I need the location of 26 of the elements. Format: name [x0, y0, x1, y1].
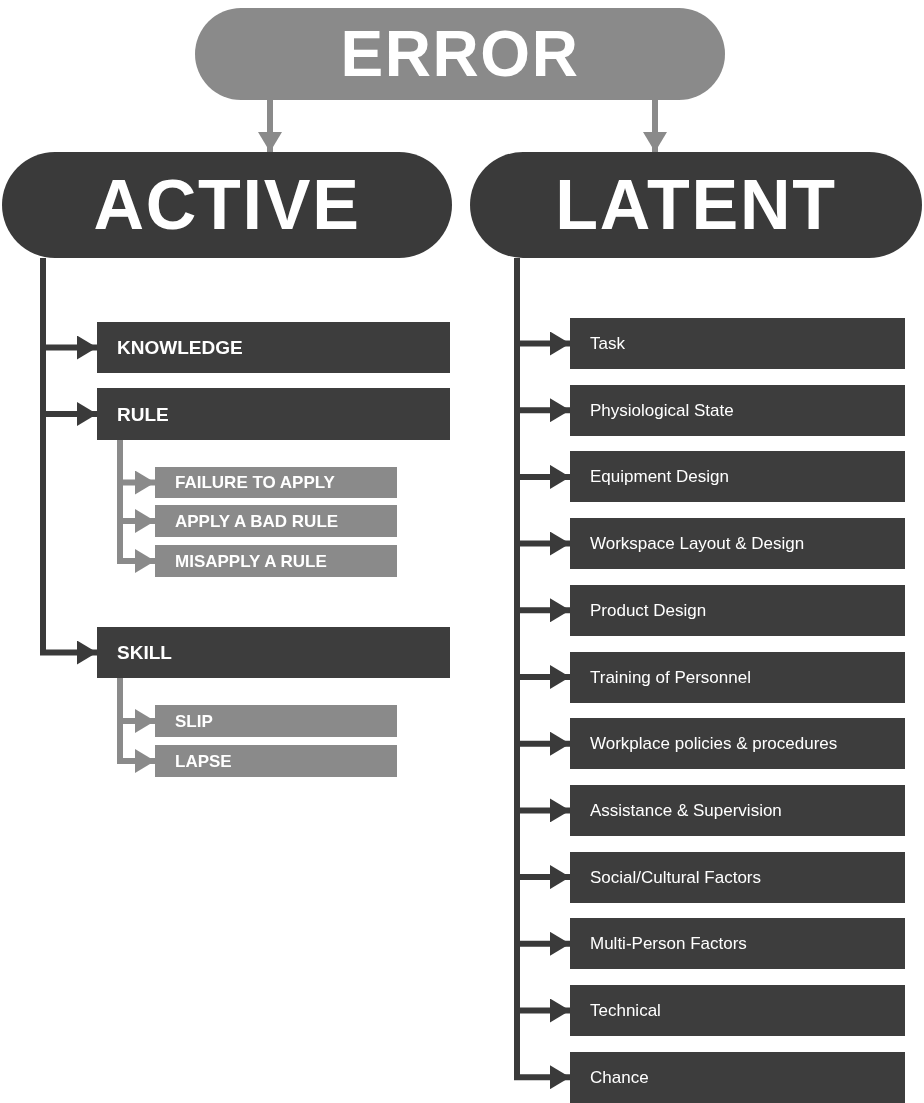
- subcategory-box: LAPSE: [155, 745, 397, 777]
- arrow: [40, 258, 97, 665]
- category-box: Physiological State: [570, 384, 905, 436]
- subcategory-box: SLIP: [155, 705, 397, 737]
- category-box: Equipment Design: [570, 451, 905, 503]
- category-box: Multi-Person Factors: [570, 918, 905, 970]
- category-box: SKILL: [97, 627, 450, 678]
- category-pill: ACTIVE: [2, 152, 452, 258]
- root-pill: ERROR: [195, 8, 725, 100]
- category-box: Chance: [570, 1051, 905, 1103]
- category-box: Workspace Layout & Design: [570, 518, 905, 570]
- category-box: KNOWLEDGE: [97, 322, 450, 373]
- arrow: [258, 100, 282, 152]
- arrow: [643, 100, 667, 152]
- category-pill: LATENT: [470, 152, 922, 258]
- category-box: Task: [570, 318, 905, 369]
- subcategory-box: MISAPPLY A RULE: [155, 545, 397, 577]
- category-box: Assistance & Supervision: [570, 784, 905, 836]
- subcategory-box: FAILURE TO APPLY: [155, 467, 397, 498]
- category-box: Workplace policies & procedures: [570, 718, 905, 770]
- category-box: RULE: [97, 388, 450, 440]
- category-box: Technical: [570, 985, 905, 1036]
- category-box: Product Design: [570, 584, 905, 636]
- subcategory-box: APPLY A BAD RULE: [155, 505, 397, 537]
- category-box: Social/Cultural Factors: [570, 851, 905, 903]
- category-box: Training of Personnel: [570, 651, 905, 703]
